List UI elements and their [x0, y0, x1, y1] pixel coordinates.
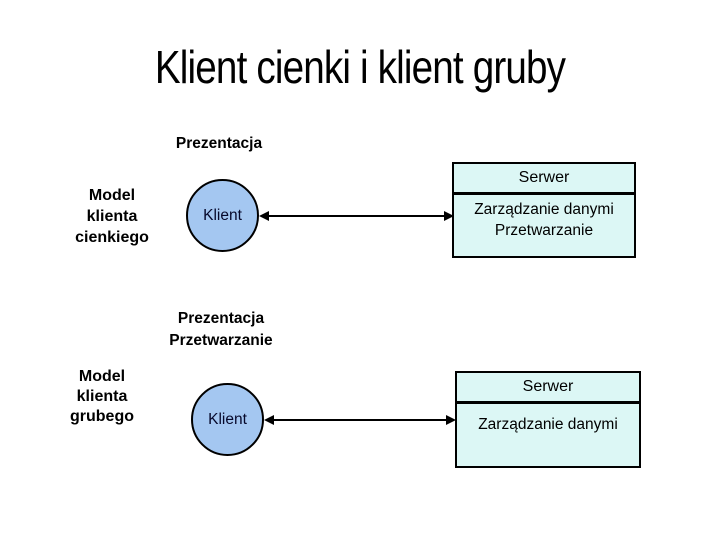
thin-client-model-label: Model klienta cienkiego	[75, 187, 149, 246]
thin-client-tier-label: Prezentacja	[175, 135, 263, 152]
fat-client-model-label: Model klienta grubego	[70, 368, 134, 425]
thin-client-server-title: Serwer	[518, 169, 570, 186]
thin-client-server-body: Zarządzanie danymi Przetwarzanie	[474, 201, 614, 239]
fat-client-server-box: Serwer Zarządzanie danymi	[455, 371, 641, 468]
arrowhead-right-icon	[446, 415, 456, 425]
fat-client-circle-label: Klient	[208, 410, 247, 428]
fat-client-server-body: Zarządzanie danymi	[478, 416, 618, 433]
fat-client-circle: Klient	[191, 383, 264, 456]
arrowhead-left-icon	[264, 415, 274, 425]
fat-client-server-title: Serwer	[522, 378, 574, 395]
fat-client-tier-label: Prezentacja Przetwarzanie	[169, 310, 273, 349]
server-divider	[454, 192, 634, 195]
server-divider	[457, 401, 639, 404]
thin-client-server-box: Serwer Zarządzanie danymi Przetwarzanie	[452, 162, 636, 258]
arrowhead-right-icon	[444, 211, 454, 221]
fat-client-connector-arrow	[264, 415, 456, 425]
slide-title: Klient cienki i klient gruby	[154, 41, 566, 93]
thin-client-circle: Klient	[186, 179, 259, 252]
arrowhead-left-icon	[259, 211, 269, 221]
thin-client-circle-label: Klient	[203, 206, 242, 224]
thin-client-connector-arrow	[259, 211, 454, 221]
